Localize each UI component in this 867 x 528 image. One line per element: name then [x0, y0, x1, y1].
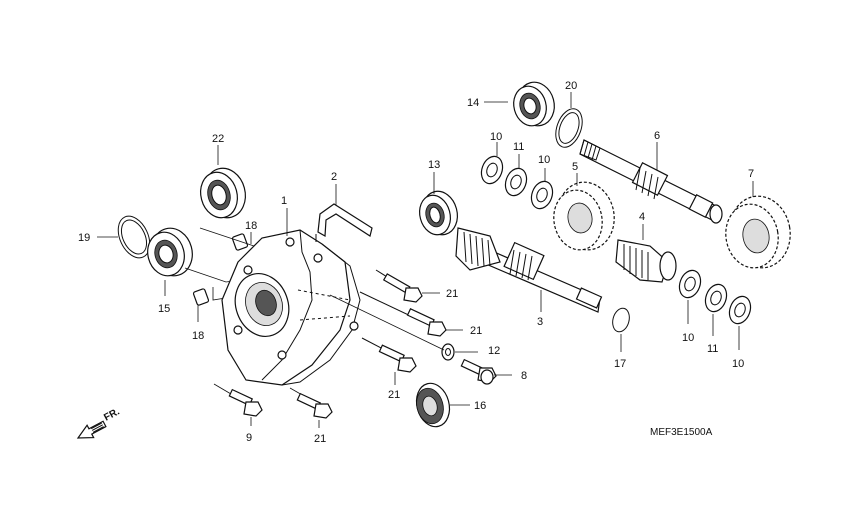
snap-ring-20 — [555, 108, 583, 148]
callout-3: 3 — [537, 316, 543, 328]
dowel-pin-18-lower — [192, 288, 210, 306]
bolt-21-c — [361, 337, 417, 373]
callout-22: 22 — [212, 133, 224, 145]
transmission-cover-1 — [221, 229, 361, 386]
bolt-21-a — [375, 269, 423, 303]
bolt-9 — [213, 383, 263, 417]
callout-21-a: 21 — [446, 288, 458, 300]
thrust-washer-11-b — [704, 283, 728, 313]
callout-21-d: 21 — [314, 433, 326, 445]
bolt-21-d — [289, 387, 333, 419]
callout-7: 7 — [748, 168, 754, 180]
callout-10-b: 10 — [538, 154, 550, 166]
callout-8: 8 — [521, 370, 527, 382]
countershaft-3 — [455, 227, 603, 313]
callout-16: 16 — [474, 400, 486, 412]
circlip-17 — [612, 307, 630, 333]
callout-19: 19 — [78, 232, 90, 244]
callout-5: 5 — [572, 161, 578, 173]
callout-1: 1 — [281, 195, 287, 207]
bearing-13 — [419, 190, 458, 236]
thrust-washer-10-a — [480, 155, 504, 185]
callout-10-d: 10 — [732, 358, 744, 370]
callout-2: 2 — [331, 171, 337, 183]
callout-12: 12 — [488, 345, 500, 357]
bearing-15 — [147, 227, 193, 277]
gear-7 — [725, 195, 791, 269]
mainshaft-6 — [579, 139, 723, 224]
gear-4 — [615, 239, 677, 283]
callout-9: 9 — [246, 432, 252, 444]
bearing-22 — [200, 167, 246, 219]
callout-18-lower: 18 — [192, 330, 204, 342]
front-arrow-icon — [76, 420, 107, 439]
bolt-8 — [460, 358, 497, 385]
diagram-code: MEF3E1500A — [650, 427, 713, 438]
thrust-washer-11-a — [504, 167, 528, 197]
callout-4: 4 — [639, 211, 645, 223]
bolt-21-b — [359, 291, 447, 337]
callout-11-a: 11 — [513, 141, 524, 153]
callout-15: 15 — [158, 303, 170, 315]
dowel-pin-18-upper — [231, 233, 249, 251]
breather-tube-2 — [315, 203, 373, 242]
callout-10-a: 10 — [490, 131, 502, 143]
callout-21-b: 21 — [470, 325, 482, 337]
thrust-washer-10-b — [530, 180, 554, 210]
callout-11-b: 11 — [707, 343, 718, 355]
callout-6: 6 — [654, 130, 660, 142]
snap-ring-19 — [117, 215, 151, 259]
gear-5 — [553, 181, 615, 251]
callout-10-c: 10 — [682, 332, 694, 344]
callout-14: 14 — [467, 97, 479, 109]
bearing-14 — [513, 81, 555, 127]
thrust-washer-10-d — [728, 295, 752, 325]
callout-17: 17 — [614, 358, 626, 370]
thrust-washer-10-c — [678, 269, 702, 299]
front-label: FR. — [102, 406, 122, 423]
washer-12 — [441, 343, 455, 361]
callout-18-upper: 18 — [245, 220, 257, 232]
callout-21-c: 21 — [388, 389, 400, 401]
oil-seal-16 — [415, 382, 451, 428]
callout-13: 13 — [428, 159, 440, 171]
callout-20: 20 — [565, 80, 577, 92]
